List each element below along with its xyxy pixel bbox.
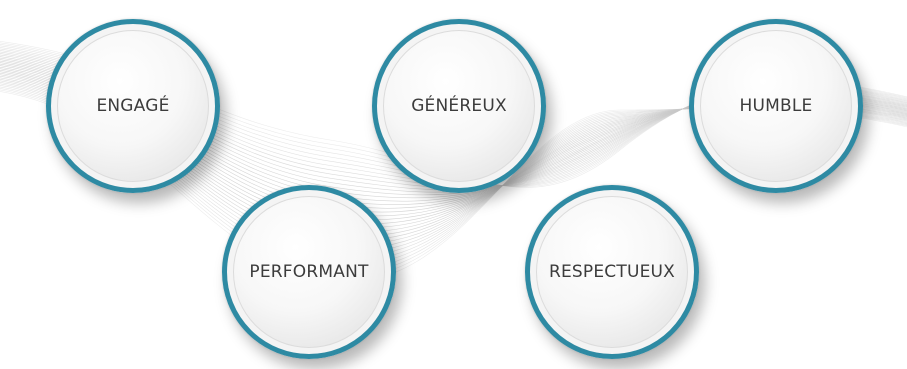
value-label-performant: PERFORMANT — [249, 262, 369, 282]
value-circle-performant: PERFORMANT — [222, 185, 396, 359]
value-circle-engage: ENGAGÉ — [46, 19, 220, 193]
value-circle-genereux: GÉNÉREUX — [372, 19, 546, 193]
value-circle-respectueux: RESPECTUEUX — [525, 185, 699, 359]
value-circle-humble: HUMBLE — [689, 19, 863, 193]
value-label-engage: ENGAGÉ — [96, 96, 170, 116]
value-label-humble: HUMBLE — [739, 96, 813, 116]
value-label-genereux: GÉNÉREUX — [411, 96, 507, 116]
value-label-respectueux: RESPECTUEUX — [548, 262, 676, 282]
